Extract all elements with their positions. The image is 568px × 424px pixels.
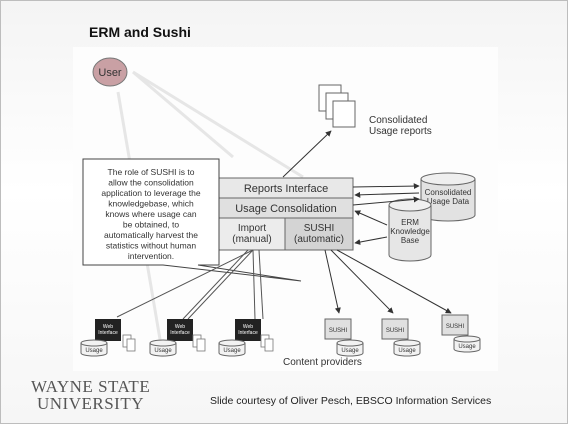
provider-box-label-5: SUSHI	[386, 328, 405, 334]
usage-label: Usage	[154, 348, 172, 354]
sushi-callout	[82, 158, 302, 282]
sushi-box-2: SUSHI	[381, 318, 409, 340]
consolidated-usage-db	[420, 172, 476, 222]
sushi-box-3: SUSHI	[441, 314, 469, 336]
import-manual-label: Import(manual)	[232, 223, 271, 245]
sushi-connectors	[324, 249, 452, 314]
provider-box-label-6: SUSHI	[446, 324, 465, 330]
usage-label: Usage	[223, 348, 241, 354]
sushi-box-1: SUSHI	[324, 318, 352, 340]
sushi-automatic-label: SUSHI(automatic)	[294, 223, 344, 245]
provider-connectors	[116, 249, 264, 320]
usage-label: Usage	[398, 348, 416, 354]
usage-label: Usage	[341, 348, 359, 354]
content-providers-label: Content providers	[283, 357, 362, 368]
wayne-state-logo: WAYNE STATE UNIVERSITY	[31, 378, 150, 412]
flow-arrows	[282, 130, 420, 245]
logo-line-2: UNIVERSITY	[37, 394, 144, 413]
user-label: User	[98, 67, 122, 79]
usage-consolidation-label: Usage Consolidation	[235, 203, 337, 215]
document-stacks	[122, 334, 274, 352]
logo-line-1: WAYNE STATE	[31, 377, 151, 396]
reports-interface-label: Reports Interface	[244, 183, 328, 195]
user-node: User	[92, 57, 128, 87]
erm-knowledge-db	[388, 198, 432, 262]
usage-label: Usage	[85, 348, 103, 354]
slide-credit: Slide courtesy of Oliver Pesch, EBSCO In…	[210, 395, 492, 407]
slide-title: ERM and Sushi	[89, 24, 191, 40]
consolidated-reports-stack	[318, 84, 356, 128]
provider-box-label-4: SUSHI	[329, 328, 348, 334]
usage-label: Usage	[458, 344, 476, 350]
usage-cylinders	[80, 335, 481, 357]
usage-labels: Usage Usage Usage Usage Usage Usage	[85, 344, 476, 354]
